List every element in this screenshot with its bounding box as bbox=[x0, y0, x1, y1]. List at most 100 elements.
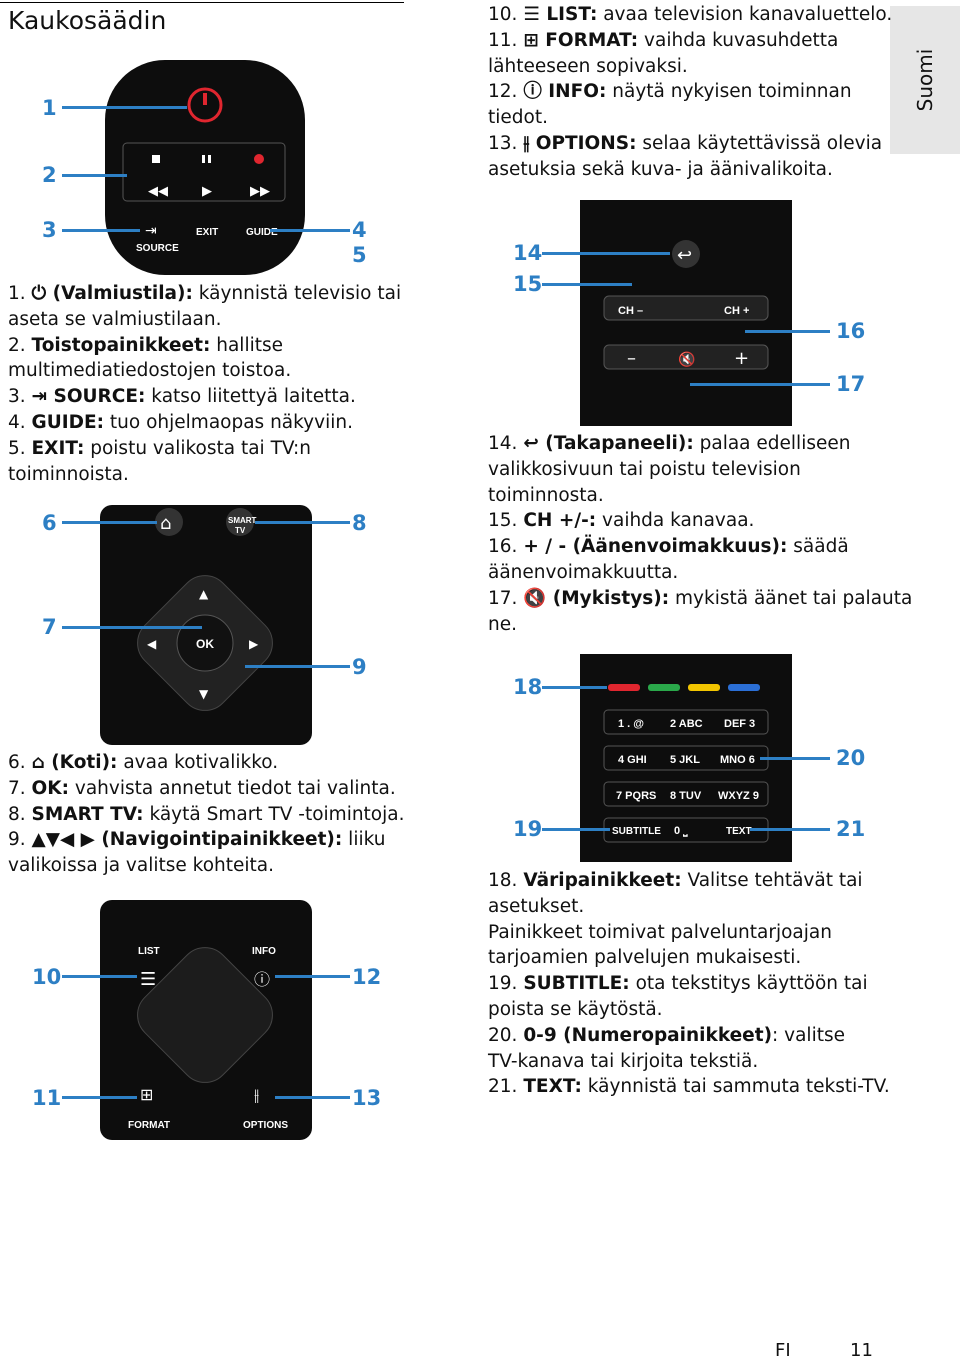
text-line: 7. OK: vahvista annetut tiedot tai valin… bbox=[8, 777, 396, 799]
back-icon: ↩ bbox=[677, 245, 692, 266]
green-button bbox=[648, 684, 680, 691]
playback-buttons bbox=[122, 142, 286, 202]
callout-16: 16 bbox=[836, 319, 866, 343]
yellow-button bbox=[688, 684, 720, 691]
text-line: tarjoamien palvelujen mukaisesti. bbox=[488, 947, 802, 969]
callout-7: 7 bbox=[42, 615, 57, 639]
left-arrow-icon: ◀ bbox=[147, 637, 157, 651]
pause-icon bbox=[202, 155, 205, 163]
key-1: 1 . @ bbox=[618, 718, 644, 730]
language-tab: Suomi bbox=[890, 6, 960, 154]
callout-line-21 bbox=[750, 828, 830, 831]
volume-up-icon: + bbox=[734, 348, 749, 369]
options-icon: ⫲ bbox=[254, 1085, 259, 1104]
callout-9: 9 bbox=[352, 655, 367, 679]
ch-plus-label: CH + bbox=[724, 305, 749, 317]
home-icon: ⌂ bbox=[160, 513, 171, 534]
text-line: 1. ⏻ (Valmiustila): käynnistä televisio … bbox=[8, 283, 402, 304]
key-2: 2 ABC bbox=[670, 718, 703, 730]
callout-line-8 bbox=[255, 521, 350, 524]
remote-volume-image: ↩ CH – CH + – 🔇 + bbox=[580, 200, 792, 426]
key-3: DEF 3 bbox=[724, 718, 755, 730]
text-line: 5. EXIT: poistu valikosta tai TV:n bbox=[8, 437, 311, 459]
callout-11: 11 bbox=[32, 1086, 62, 1110]
remote-keypad-image: 1 . @ 2 ABC DEF 3 4 GHI 5 JKL MNO 6 7 PQ… bbox=[580, 654, 792, 862]
callout-line-6 bbox=[62, 521, 157, 524]
options-label: OPTIONS bbox=[243, 1120, 288, 1131]
callout-4: 4 bbox=[352, 218, 367, 242]
callout-line-19 bbox=[542, 828, 610, 831]
ch-minus-label: CH – bbox=[618, 305, 643, 317]
text-line: asetuksia sekä kuva- ja äänivalikoita. bbox=[488, 158, 833, 180]
text-line: 2. Toistopainikkeet: hallitse bbox=[8, 334, 283, 356]
callout-18: 18 bbox=[513, 675, 543, 699]
stop-icon bbox=[152, 155, 160, 163]
ok-button bbox=[176, 614, 234, 672]
callout-17: 17 bbox=[836, 372, 866, 396]
text-line: 16. + / - (Äänenvoimakkuus): säädä bbox=[488, 536, 849, 558]
callout-line-12 bbox=[275, 975, 350, 978]
text-block-1: 1. ⏻ (Valmiustila): käynnistä televisio … bbox=[8, 281, 401, 487]
remote-top-image: ◀◀ ▶ ▶▶ ⇥ SOURCE EXIT GUIDE bbox=[105, 60, 305, 275]
callout-line-1 bbox=[62, 106, 187, 109]
text-line: 20. 0-9 (Numeropainikkeet): valitse bbox=[488, 1024, 845, 1046]
callout-21: 21 bbox=[836, 817, 866, 841]
info-icon: ⓘ bbox=[254, 970, 270, 989]
text-line: 17. 🔇 (Mykistys): mykistä äänet tai pala… bbox=[488, 587, 913, 609]
text-line: 4. GUIDE: tuo ohjelmaopas näkyviin. bbox=[8, 411, 353, 433]
text-block-2: 10. ☰ LIST: avaa television kanavaluette… bbox=[488, 2, 892, 183]
key-7: 7 PQRS bbox=[616, 790, 656, 802]
format-label: FORMAT bbox=[128, 1120, 170, 1131]
text-line: 14. ↩ (Takapaneeli): palaa edelliseen bbox=[488, 433, 851, 454]
callout-19: 19 bbox=[513, 817, 543, 841]
page-title: Kaukosäädin bbox=[8, 6, 167, 35]
text-line: 15. CH +/-: vaihda kanavaa. bbox=[488, 510, 755, 532]
text-line: 6. ⌂ (Koti): avaa kotivalikko. bbox=[8, 752, 279, 773]
volume-down-icon: – bbox=[627, 348, 636, 369]
page-number: 11 bbox=[850, 1340, 873, 1361]
key-5: 5 JKL bbox=[670, 754, 700, 766]
play-icon: ▶ bbox=[202, 184, 212, 199]
text-key: TEXT bbox=[726, 826, 752, 837]
callout-12: 12 bbox=[352, 965, 382, 989]
info-label: INFO bbox=[252, 946, 276, 957]
callout-line-11 bbox=[62, 1096, 137, 1099]
callout-3: 3 bbox=[42, 218, 57, 242]
text-line: 18. Väripainikkeet: Valitse tehtävät tai bbox=[488, 870, 863, 891]
callout-line-9 bbox=[245, 665, 350, 668]
text-line: valikkosivuun tai poistu television bbox=[488, 458, 801, 480]
subtitle-key: SUBTITLE bbox=[612, 826, 661, 837]
key-6: MNO 6 bbox=[720, 754, 755, 766]
callout-5: 5 bbox=[352, 243, 367, 267]
remote-body bbox=[105, 60, 305, 275]
record-icon bbox=[254, 154, 264, 164]
callout-line-15 bbox=[542, 283, 632, 286]
text-line: 8. SMART TV: käytä Smart TV -toimintoja. bbox=[8, 803, 405, 825]
power-icon bbox=[187, 87, 223, 123]
up-arrow-icon: ▲ bbox=[199, 587, 209, 601]
red-button bbox=[608, 684, 640, 691]
remote-menu-image: LIST ☰ INFO ⓘ ⊞ FORMAT ⫲ OPTIONS bbox=[100, 900, 312, 1140]
text-line: ne. bbox=[488, 613, 517, 635]
guide-label: GUIDE bbox=[246, 227, 278, 238]
text-line: lähteeseen sopivaksi. bbox=[488, 55, 688, 77]
language-tab-label: Suomi bbox=[913, 48, 937, 112]
blue-button bbox=[728, 684, 760, 691]
right-arrow-icon: ▶ bbox=[249, 637, 259, 651]
source-label: SOURCE bbox=[136, 243, 179, 254]
callout-line-18 bbox=[542, 686, 607, 689]
ok-label: OK bbox=[196, 637, 214, 651]
text-line: Painikkeet toimivat palveluntarjoajan bbox=[488, 921, 832, 943]
text-line: 21. TEXT: käynnistä tai sammuta teksti-T… bbox=[488, 1076, 890, 1098]
text-line: tiedot. bbox=[488, 107, 548, 129]
callout-13: 13 bbox=[352, 1086, 382, 1110]
callout-line-16 bbox=[745, 330, 830, 333]
text-line: 13. ⫲ OPTIONS: selaa käytettävissä olevi… bbox=[488, 132, 883, 154]
list-label: LIST bbox=[138, 946, 160, 957]
rewind-icon: ◀◀ bbox=[148, 184, 168, 199]
text-line: 12. ⓘ INFO: näytä nykyisen toiminnan bbox=[488, 81, 852, 103]
text-line: 10. ☰ LIST: avaa television kanavaluette… bbox=[488, 4, 893, 25]
tv-label: TV bbox=[235, 526, 246, 535]
callout-line-17 bbox=[690, 383, 830, 386]
mute-icon: 🔇 bbox=[678, 351, 695, 368]
